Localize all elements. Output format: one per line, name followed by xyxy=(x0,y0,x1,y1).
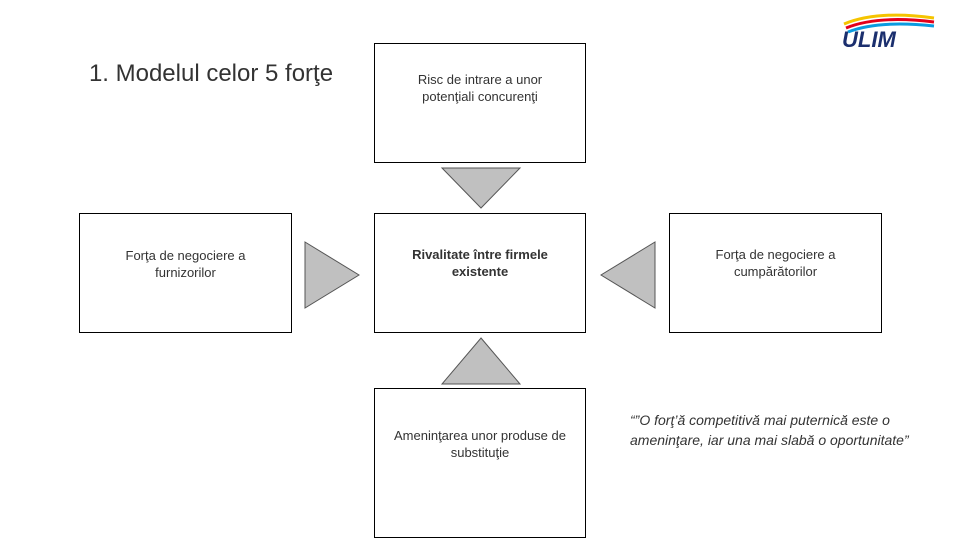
quote-text: “”O forţ’ă competitivă mai puternică est… xyxy=(630,412,909,448)
threat-of-new-entrants-box: Risc de intrare a unor potenţiali concur… xyxy=(374,43,586,163)
box-label: Forţa de negociere a cumpărătorilor xyxy=(715,247,836,279)
logo-text: ULIM xyxy=(842,27,896,50)
supplier-power-box: Forţa de negociere a furnizorilor xyxy=(79,213,292,333)
threat-of-substitutes-box: Ameninţarea unor produse de substituţie xyxy=(374,388,586,538)
box-label: Rivalitate între firmele existente xyxy=(412,247,548,279)
slide-title: 1. Modelul celor 5 forţe xyxy=(88,60,334,87)
arrow-left-icon xyxy=(600,241,656,309)
logo-arc-yellow xyxy=(843,13,935,26)
box-label: Risc de intrare a unor potenţiali concur… xyxy=(417,72,543,104)
arrow-right-icon xyxy=(304,241,360,309)
buyer-power-box: Forţa de negociere a cumpărătorilor xyxy=(669,213,882,333)
arrow-down-icon xyxy=(440,167,522,209)
logo-arc-red xyxy=(845,18,935,30)
box-label: Ameninţarea unor produse de substituţie xyxy=(393,428,566,460)
industry-rivalry-box: Rivalitate între firmele existente xyxy=(374,213,586,333)
box-label: Forţa de negociere a furnizorilor xyxy=(125,248,246,280)
arrow-up-icon xyxy=(440,337,522,385)
ulim-logo: ULIM xyxy=(842,13,935,50)
logo-arc-blue xyxy=(847,22,935,34)
